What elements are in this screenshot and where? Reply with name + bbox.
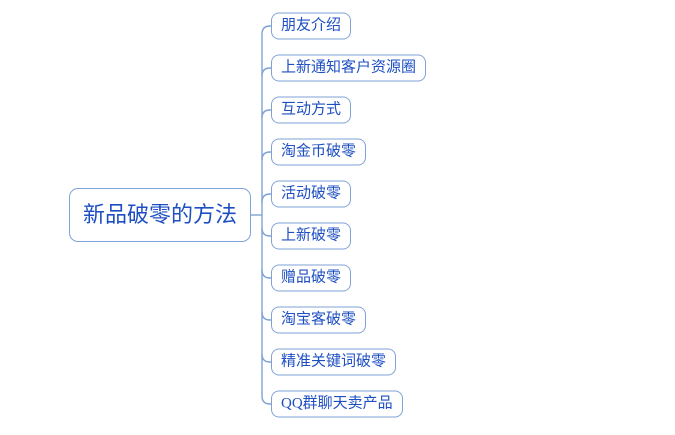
child-node[interactable]: 精准关键词破零 bbox=[271, 348, 397, 376]
child-node-label: 朋友介绍 bbox=[281, 17, 342, 34]
connector-line bbox=[261, 395, 271, 405]
child-node-label: QQ群聊天卖产品 bbox=[281, 395, 393, 412]
child-node-label: 活动破零 bbox=[281, 185, 342, 202]
child-node-label: 赠品破零 bbox=[281, 269, 342, 286]
connector-line bbox=[261, 227, 271, 237]
child-node[interactable]: 活动破零 bbox=[271, 180, 352, 208]
child-node[interactable]: 上新通知客户资源圈 bbox=[271, 54, 427, 82]
connector-line bbox=[261, 151, 271, 161]
child-node[interactable]: QQ群聊天卖产品 bbox=[271, 390, 403, 418]
child-node[interactable]: 淘宝客破零 bbox=[271, 306, 367, 334]
connector-line bbox=[261, 67, 271, 77]
connector-line bbox=[261, 109, 271, 119]
child-node[interactable]: 朋友介绍 bbox=[271, 12, 352, 40]
child-node[interactable]: 互动方式 bbox=[271, 96, 352, 124]
connector-line bbox=[261, 311, 271, 321]
child-node[interactable]: 赠品破零 bbox=[271, 264, 352, 292]
connector-line bbox=[261, 193, 271, 203]
child-node[interactable]: 上新破零 bbox=[271, 222, 352, 250]
child-node[interactable]: 淘金币破零 bbox=[271, 138, 367, 166]
connector-line bbox=[261, 269, 271, 279]
connector-line bbox=[261, 353, 271, 363]
child-node-label: 上新破零 bbox=[281, 227, 342, 244]
child-node-label: 淘金币破零 bbox=[281, 143, 357, 160]
child-node-label: 精准关键词破零 bbox=[281, 353, 387, 370]
root-node[interactable]: 新品破零的方法 bbox=[69, 188, 251, 242]
child-node-label: 淘宝客破零 bbox=[281, 311, 357, 328]
connector-line bbox=[261, 25, 271, 35]
child-node-label: 互动方式 bbox=[281, 101, 342, 118]
child-node-label: 上新通知客户资源圈 bbox=[281, 59, 417, 76]
root-node-label: 新品破零的方法 bbox=[82, 202, 237, 227]
